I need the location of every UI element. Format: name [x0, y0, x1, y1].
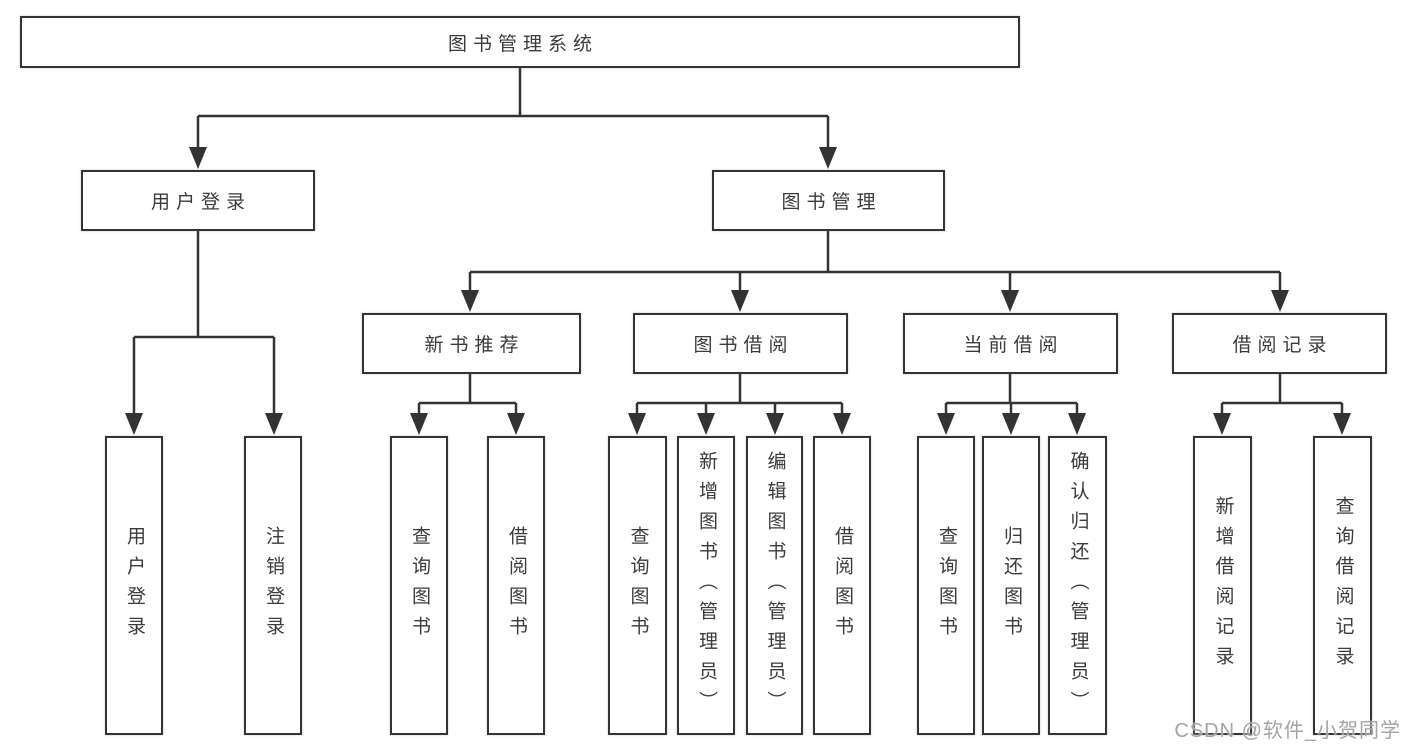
leaf-return-book: 归还图书	[982, 436, 1040, 735]
branch-user-login	[132, 231, 276, 416]
node-book-borrowing: 图书借阅	[633, 313, 848, 374]
node-label: 当前借阅	[963, 335, 1064, 356]
node-label: 图书管理	[781, 192, 882, 213]
leaf-label: 确认归还（管理员）	[1067, 450, 1089, 721]
leaf-add-book-admin: 新增图书（管理员）	[677, 436, 735, 735]
leaf-label: 查询图书	[935, 525, 957, 646]
node-label: 图书借阅	[693, 335, 794, 356]
leaf-label: 借阅图书	[505, 525, 527, 646]
branch-book-management	[468, 231, 1282, 293]
leaf-label: 归还图书	[1000, 525, 1022, 646]
node-current-borrowing: 当前借阅	[903, 313, 1118, 374]
leaf-label: 查询图书	[627, 525, 649, 646]
leaf-label: 借阅图书	[831, 525, 853, 646]
node-book-management: 图书管理	[712, 170, 945, 231]
branch-current-borrowing	[944, 374, 1079, 416]
branch-book-borrowing	[635, 374, 844, 416]
branch-new-book-recommendation	[417, 374, 518, 416]
leaf-label: 新增图书（管理员）	[695, 450, 717, 721]
arrowheads	[125, 147, 1351, 435]
leaf-confirm-return-admin: 确认归还（管理员）	[1048, 436, 1107, 735]
node-label: 新书推荐	[424, 335, 525, 356]
trunk-root	[196, 68, 830, 150]
leaf-label: 用户登录	[123, 525, 145, 646]
leaf-query-books-recommend: 查询图书	[390, 436, 448, 735]
leaf-query-borrow-record: 查询借阅记录	[1313, 436, 1372, 735]
node-label: 借阅记录	[1232, 335, 1333, 356]
leaf-query-books-current: 查询图书	[917, 436, 975, 735]
node-new-book-recommendation: 新书推荐	[362, 313, 581, 374]
leaf-label: 查询借阅记录	[1332, 495, 1354, 676]
leaf-user-login: 用户登录	[105, 436, 163, 735]
leaf-borrow-books: 借阅图书	[813, 436, 871, 735]
node-borrowing-records: 借阅记录	[1172, 313, 1387, 374]
leaf-query-books-borrow: 查询图书	[608, 436, 667, 735]
leaf-edit-book-admin: 编辑图书（管理员）	[746, 436, 803, 735]
node-label: 图书管理系统	[447, 33, 598, 55]
leaf-label: 编辑图书（管理员）	[764, 450, 786, 721]
leaf-label: 新增借阅记录	[1212, 495, 1234, 676]
leaf-add-borrow-record: 新增借阅记录	[1193, 436, 1252, 735]
csdn-watermark: CSDN @软件_小贺同学	[1174, 720, 1401, 742]
node-user-login: 用户登录	[81, 170, 315, 231]
leaf-logout: 注销登录	[244, 436, 302, 735]
leaf-label: 查询图书	[408, 525, 430, 646]
branch-borrowing-records	[1220, 374, 1344, 416]
leaf-label: 注销登录	[262, 525, 284, 646]
node-label: 用户登录	[150, 192, 251, 213]
leaf-borrow-books-recommend: 借阅图书	[487, 436, 545, 735]
node-library-system: 图书管理系统	[20, 16, 1020, 68]
